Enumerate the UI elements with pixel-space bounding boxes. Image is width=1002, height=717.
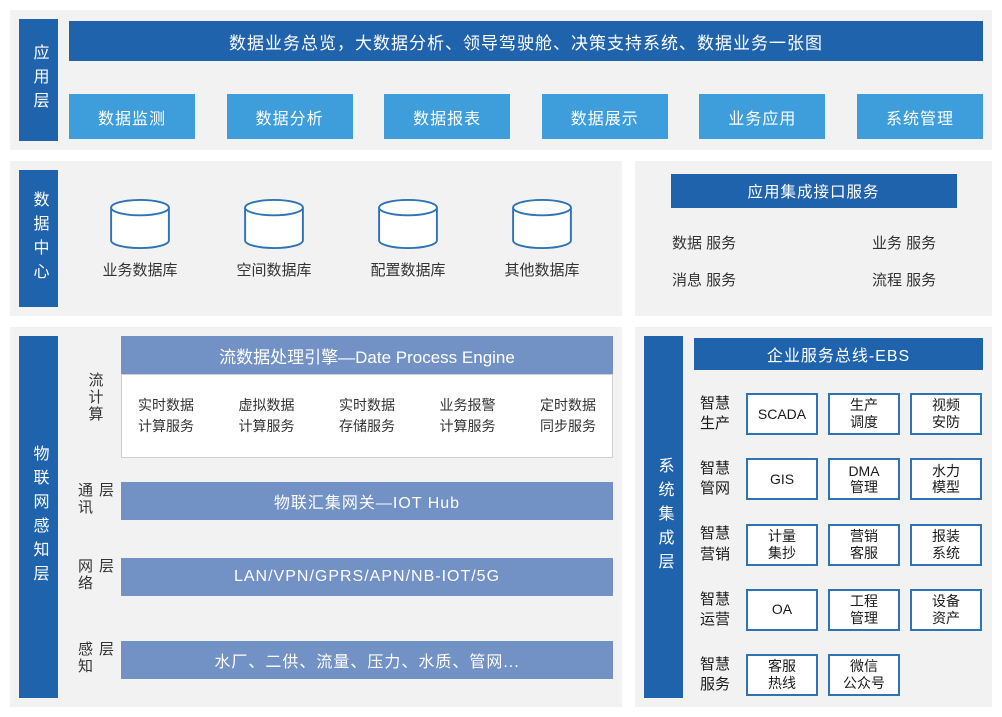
- data-analysis-button[interactable]: 数据分析: [226, 94, 353, 139]
- node-project-management: 工程 管理: [828, 588, 900, 631]
- database-item: 业务数据库: [102, 198, 178, 280]
- ebs-row-marketing: 智慧 营销 计量 集抄 营销 客服 报装 系统: [694, 523, 983, 566]
- application-buttons-row: 数据监测 数据分析 数据报表 数据展示 业务应用 系统管理: [69, 94, 983, 139]
- iot-layer-content: 流计算 通讯层 网络层 感知层 流数据处理引擎—Date Process Eng…: [69, 336, 613, 698]
- bottom-row: 物联网感知层 流计算 通讯层 网络层 感知层 流数据处理引擎—Date Proc…: [10, 327, 992, 707]
- service-alarm-compute: 业务报警 计算服务: [439, 397, 496, 434]
- database-label: 其他数据库: [504, 261, 580, 279]
- node-scada: SCADA: [746, 393, 818, 436]
- service-virtual-compute: 虚拟数据 计算服务: [238, 397, 295, 434]
- database-item: 其他数据库: [504, 198, 580, 280]
- iot-layer-tab: 物联网感知层: [19, 336, 58, 698]
- ebs-row-service: 智慧 服务 客服 热线 微信 公众号: [694, 653, 983, 696]
- data-center-tab: 数据中心: [19, 170, 58, 307]
- node-gis: GIS: [746, 458, 818, 501]
- database-icon: [512, 198, 572, 249]
- database-icon: [378, 198, 438, 249]
- node-hydraulic-model: 水力 模型: [910, 458, 982, 501]
- row-label: 智慧 营销: [699, 525, 730, 563]
- database-list: 业务数据库 空间数据库 配置数据库: [69, 170, 613, 307]
- system-integration-content: 企业服务总线-EBS 智慧 生产 SCADA 生产 调度 视频 安防 智慧 管网…: [694, 336, 983, 698]
- node-equipment-asset: 设备 资产: [910, 588, 982, 631]
- node-installation-system: 报装 系统: [910, 523, 982, 566]
- database-icon: [244, 198, 304, 249]
- service-item-message: 消息 服务: [672, 272, 737, 289]
- business-app-button[interactable]: 业务应用: [699, 94, 826, 139]
- stream-engine-services: 实时数据 计算服务 虚拟数据 计算服务 实时数据 存储服务 业务报警 计算服务 …: [121, 374, 613, 458]
- system-integration-tab: 系统集成层: [644, 336, 683, 698]
- node-video-security: 视频 安防: [910, 393, 982, 436]
- node-production-dispatch: 生产 调度: [828, 393, 900, 436]
- node-oa: OA: [746, 588, 818, 631]
- middle-row: 数据中心 业务数据库 空间数据库: [10, 161, 992, 316]
- system-manage-button[interactable]: 系统管理: [856, 94, 983, 139]
- stream-engine-header: 流数据处理引擎—Date Process Engine: [121, 336, 613, 374]
- iot-layer-panel: 物联网感知层 流计算 通讯层 网络层 感知层 流数据处理引擎—Date Proc…: [10, 327, 622, 707]
- row-label: 智慧 服务: [699, 655, 730, 693]
- business-overview-banner: 数据业务总览，大数据分析、领导驾驶舱、决策支持系统、数据业务一张图: [69, 21, 983, 61]
- data-monitor-button[interactable]: 数据监测: [69, 94, 195, 139]
- database-icon: [110, 198, 170, 249]
- service-item-data: 数据 服务: [672, 235, 737, 252]
- ebs-row-pipe-network: 智慧 管网 GIS DMA 管理 水力 模型: [694, 458, 983, 501]
- sublayer-network: 网络层: [76, 558, 114, 592]
- iot-sublayer-labels: 流计算 通讯层 网络层 感知层: [69, 336, 121, 698]
- node-dma-management: DMA 管理: [828, 458, 900, 501]
- sublayer-stream-compute: 流计算: [86, 371, 104, 423]
- database-item: 配置数据库: [370, 198, 446, 280]
- application-layer-content: 数据业务总览，大数据分析、领导驾驶舱、决策支持系统、数据业务一张图 数据监测 数…: [69, 19, 983, 141]
- application-layer-panel: 应用层 数据业务总览，大数据分析、领导驾驶舱、决策支持系统、数据业务一张图 数据…: [10, 10, 992, 150]
- node-meter-reading: 计量 集抄: [746, 523, 818, 566]
- perception-bar: 水厂、二供、流量、压力、水质、管网...: [121, 641, 613, 679]
- data-report-button[interactable]: 数据报表: [384, 94, 511, 139]
- service-realtime-compute: 实时数据 计算服务: [138, 397, 194, 434]
- service-item-process: 流程 服务: [872, 272, 937, 289]
- stream-engine-block: 流数据处理引擎—Date Process Engine 实时数据 计算服务 虚拟…: [121, 336, 613, 458]
- iot-layer-blocks: 流数据处理引擎—Date Process Engine 实时数据 计算服务 虚拟…: [121, 336, 613, 698]
- row-label: 智慧 生产: [699, 394, 730, 433]
- node-customer-hotline: 客服 热线: [746, 653, 818, 696]
- data-center-panel: 数据中心 业务数据库 空间数据库: [10, 161, 622, 316]
- iot-hub-bar: 物联汇集网关—IOT Hub: [121, 482, 613, 520]
- system-integration-panel: 系统集成层 企业服务总线-EBS 智慧 生产 SCADA 生产 调度 视频 安防…: [635, 327, 992, 707]
- database-label: 配置数据库: [370, 261, 446, 279]
- integration-services-content: 应用集成接口服务 数据 服务 业务 服务 消息 服务 流程 服务: [644, 170, 983, 307]
- sublayer-perception: 感知层: [76, 641, 114, 675]
- row-label: 智慧 运营: [699, 590, 730, 628]
- service-realtime-storage: 实时数据 存储服务: [339, 397, 395, 434]
- integration-services-header: 应用集成接口服务: [670, 174, 957, 208]
- service-scheduled-sync: 定时数据 同步服务: [540, 397, 596, 434]
- ebs-row-production: 智慧 生产 SCADA 生产 调度 视频 安防: [694, 393, 983, 436]
- network-bar: LAN/VPN/GPRS/APN/NB-IOT/5G: [121, 558, 613, 596]
- database-label: 空间数据库: [236, 261, 312, 279]
- node-wechat-account: 微信 公众号: [828, 653, 900, 696]
- ebs-header: 企业服务总线-EBS: [694, 338, 983, 370]
- integration-services-panel: 应用集成接口服务 数据 服务 业务 服务 消息 服务 流程 服务: [635, 161, 992, 316]
- integration-services-grid: 数据 服务 业务 服务 消息 服务 流程 服务: [644, 232, 983, 290]
- data-display-button[interactable]: 数据展示: [541, 94, 668, 139]
- sublayer-communication: 通讯层: [76, 482, 114, 516]
- node-marketing-service: 营销 客服: [828, 523, 900, 566]
- row-label: 智慧 管网: [699, 460, 730, 498]
- ebs-row-operation: 智慧 运营 OA 工程 管理 设备 资产: [694, 588, 983, 631]
- database-label: 业务数据库: [102, 261, 178, 279]
- database-item: 空间数据库: [236, 198, 312, 280]
- application-layer-tab: 应用层: [19, 19, 58, 141]
- service-item-business: 业务 服务: [872, 235, 937, 252]
